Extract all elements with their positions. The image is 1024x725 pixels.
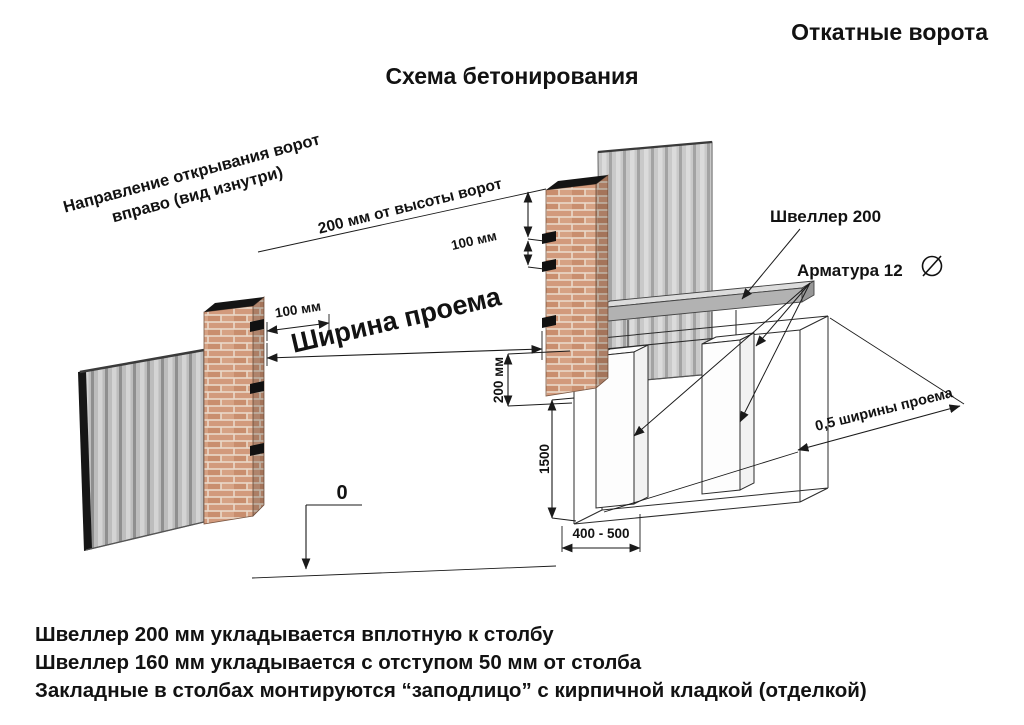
trench-width-label: 400 - 500	[572, 526, 629, 541]
diameter-icon	[921, 255, 943, 277]
embedded-plate	[542, 315, 556, 328]
left-pillar-cap	[204, 297, 264, 312]
dim-100-right	[523, 240, 545, 270]
dim-100-left	[266, 314, 330, 341]
gate-height-offset-label: 200 мм от высоты ворот	[316, 175, 504, 237]
channel-label: Швеллер 200	[770, 207, 881, 226]
note-line: Швеллер 200 мм укладывается вплотную к с…	[35, 623, 554, 646]
plate-offset-right-label: 100 мм	[450, 228, 498, 253]
rebar-label: Арматура 12	[797, 261, 903, 280]
dim-depth-1500	[547, 397, 577, 522]
left-fence-edge	[78, 371, 92, 551]
right-fence-panel	[597, 140, 713, 385]
embedded-plate	[542, 259, 556, 272]
channel-leader	[741, 228, 801, 300]
embedded-plate	[250, 443, 264, 456]
zero-level-label: 0	[336, 482, 347, 504]
plate-offset-left-label: 100 мм	[274, 298, 322, 320]
leader-lines	[633, 228, 811, 437]
right-pillar	[542, 174, 609, 397]
opening-width-label: Ширина проема	[288, 281, 504, 359]
embedded-plate	[250, 319, 264, 332]
dim-beam-200	[503, 350, 573, 407]
left-fence-panel	[78, 348, 205, 551]
note-line: Швеллер 160 мм укладывается с отступом 5…	[35, 651, 642, 674]
dim-half-opening	[603, 317, 965, 513]
ground-line	[251, 565, 557, 579]
corner-title: Откатные ворота	[791, 19, 988, 45]
dim-opening-width	[266, 331, 543, 366]
dim-trench-width	[561, 514, 641, 553]
left-pillar	[203, 296, 265, 525]
gate-top-reference-line	[257, 188, 547, 253]
embedded-plate	[250, 381, 264, 394]
beam-depth-label: 200 мм	[491, 357, 506, 403]
half-opening-label: 0,5 ширины проема	[814, 385, 956, 435]
main-title: Схема бетонирования	[385, 63, 638, 89]
zero-level-mark	[251, 504, 557, 579]
note-line: Закладные в столбах монтируются “заподли…	[35, 679, 867, 702]
embedded-plate	[542, 231, 556, 244]
dim-gate-height-offset	[523, 191, 545, 242]
foundation-depth-label: 1500	[537, 444, 552, 474]
rebar-leader	[755, 282, 811, 347]
rebar-leader	[633, 282, 811, 437]
right-pillar-cap	[546, 175, 608, 190]
rebar-leader	[739, 282, 811, 423]
